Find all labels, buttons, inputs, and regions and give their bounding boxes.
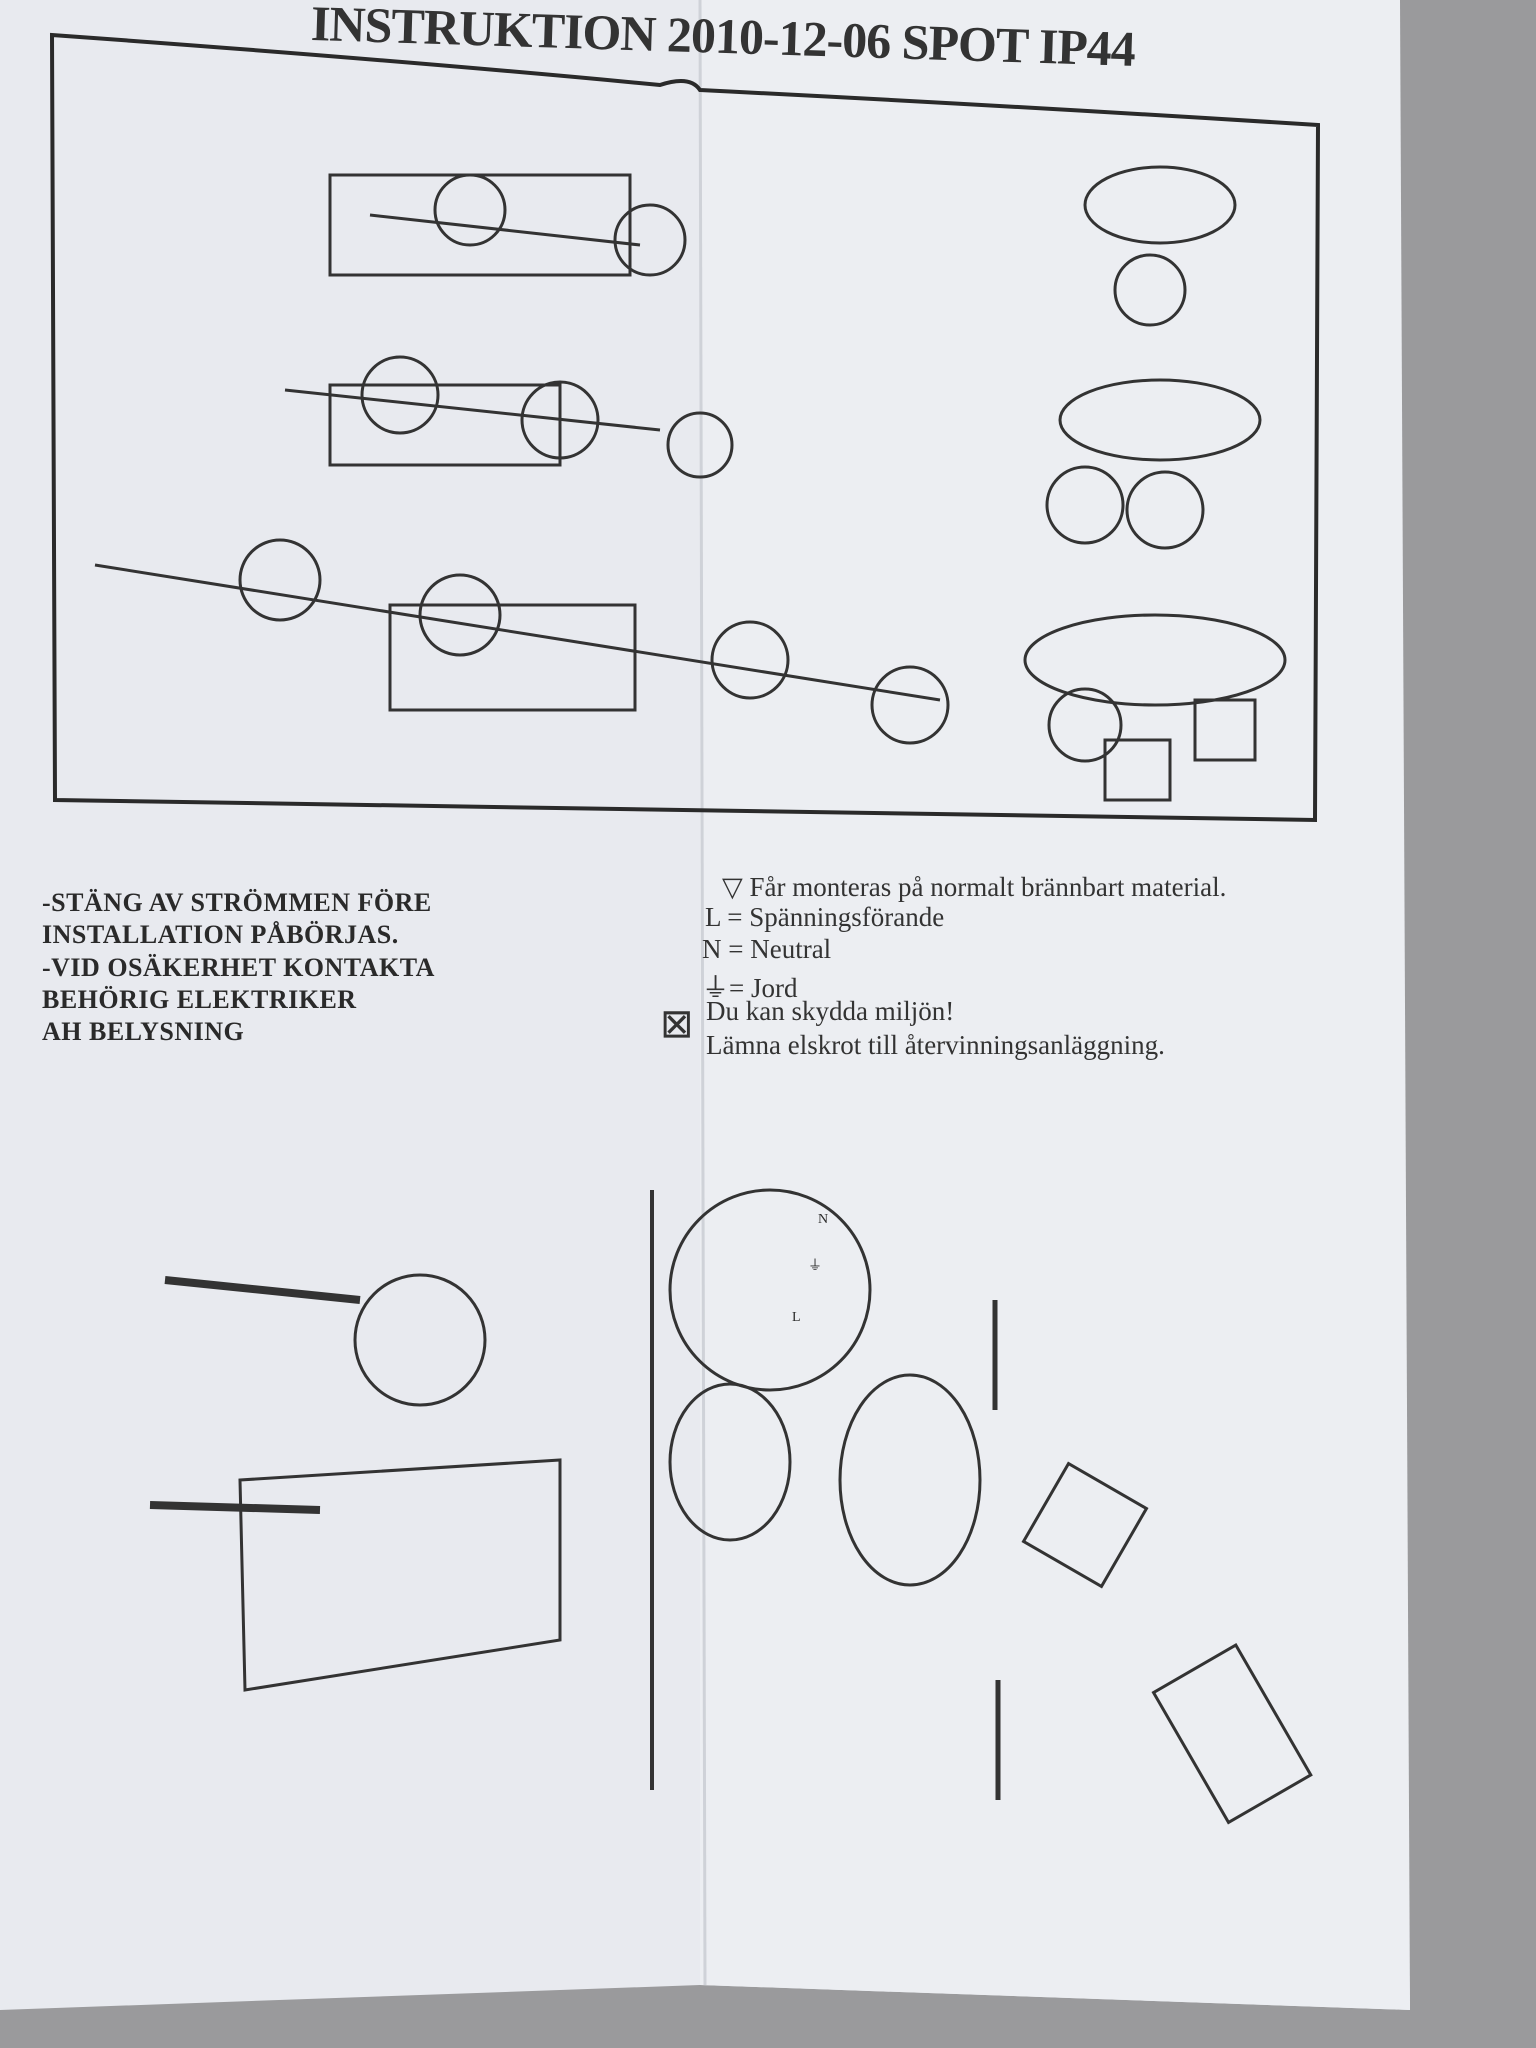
warning-line: -VID OSÄKERHET KONTAKTA bbox=[42, 953, 435, 982]
spot-bar-illustrations bbox=[94, 165, 1287, 802]
warning-line: -STÄNG AV STRÖMMEN FÖRE bbox=[42, 888, 432, 917]
weee-text-1: Du kan skydda miljön! bbox=[706, 996, 955, 1026]
warning-line: AH BELYSNING bbox=[42, 1017, 245, 1046]
terminal-label: N bbox=[818, 1212, 829, 1227]
mounting-diagrams bbox=[149, 1188, 1313, 1825]
terminal-label: L bbox=[792, 1310, 801, 1325]
earth-legend: = Jord bbox=[729, 973, 798, 1003]
warning-line: BEHÖRIG ELEKTRIKER bbox=[42, 985, 357, 1014]
f-mark-text: Får monteras på normalt brännbart materi… bbox=[749, 872, 1227, 902]
weee-text-2: Lämna elskrot till återvinningsanläggnin… bbox=[706, 1030, 1165, 1060]
earth-icon: ⏚ bbox=[702, 973, 729, 1003]
spotlight-variants-frame bbox=[49, 32, 1321, 823]
weee-bin-icon: ⊠ bbox=[660, 1001, 694, 1046]
warning-line: INSTALLATION PÅBÖRJAS. bbox=[42, 920, 399, 949]
f-mark-icon: ▽ bbox=[722, 872, 743, 902]
terminal-label: ⏚ bbox=[808, 1259, 822, 1274]
live-wire-legend: L = Spänningsförande bbox=[705, 902, 945, 932]
neutral-legend: N = Neutral bbox=[702, 934, 832, 964]
